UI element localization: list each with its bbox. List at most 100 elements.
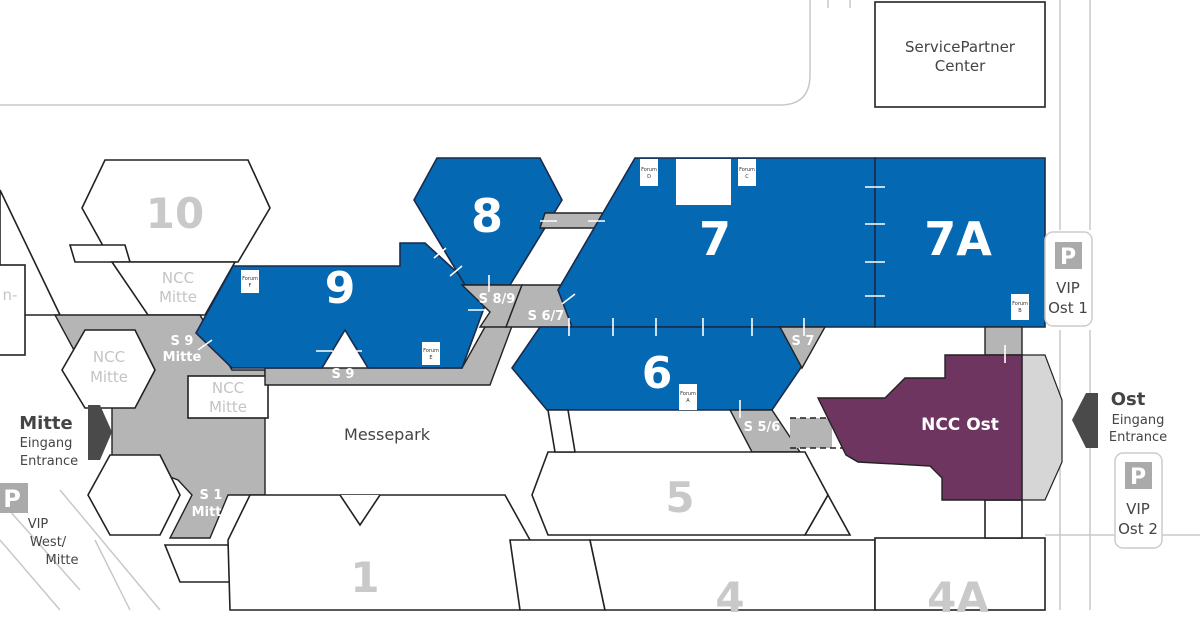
svg-text:NCC: NCC (93, 348, 125, 366)
hall-1-label: 1 (350, 553, 379, 602)
ncc-label: Mitte (90, 368, 128, 386)
hall-4a[interactable]: 4A (874, 537, 1046, 622)
forum-label: Forum (1012, 301, 1028, 307)
partial-building (0, 264, 26, 356)
parking-label: VIP (1126, 500, 1150, 518)
hall-4-label: 4 (715, 573, 744, 622)
hall-10[interactable]: 10 (81, 159, 271, 263)
ncc-label: Mitte (209, 398, 247, 416)
passage-label: Mitte (192, 505, 231, 520)
svg-text:Mitte: Mitte (163, 350, 202, 365)
entrance-de: Eingang (20, 436, 73, 451)
forum-label: Forum (739, 167, 755, 173)
parking-icon (1055, 242, 1082, 269)
forum-label: Forum (423, 348, 439, 354)
parking-label: VIP (1056, 279, 1080, 297)
svg-text:Ost: Ost (1111, 389, 1146, 410)
road-outline (1045, 0, 1200, 610)
parking-vip-west-mitte[interactable]: P VIP West/ Mitte (0, 483, 79, 568)
svg-text:D: D (647, 174, 651, 180)
svg-text:VIP: VIP (28, 517, 49, 532)
svg-text:Forum: Forum (1012, 301, 1028, 307)
passage-7a-ncc (984, 326, 1023, 356)
hall-7a[interactable]: 7A (874, 157, 1046, 328)
passage-label: S 9 (332, 367, 355, 382)
ncc-mitte-hex[interactable]: NCC Mitte (61, 329, 156, 409)
hall-6[interactable]: 6 (510, 326, 803, 411)
hall-7-label: 7 (699, 212, 731, 266)
svg-text:C: C (745, 174, 749, 180)
hall-9[interactable]: 9 (195, 242, 488, 369)
svg-text:Center: Center (935, 57, 986, 75)
forum-letter: E (429, 355, 432, 361)
hall-9-label: 9 (325, 263, 356, 314)
hall-8[interactable]: 8 (413, 157, 563, 286)
forum-label: Forum (242, 276, 258, 282)
svg-text:Forum: Forum (641, 167, 657, 173)
forum-letter: D (647, 174, 651, 180)
svg-text:Mitte: Mitte (45, 553, 78, 568)
svg-text:Mitte: Mitte (159, 288, 197, 306)
svg-text:B: B (1018, 308, 1022, 314)
svg-text:VIP: VIP (1126, 500, 1150, 518)
svg-text:Ost 2: Ost 2 (1118, 520, 1158, 538)
parking-label: West/ (30, 535, 67, 550)
svg-text:Eingang: Eingang (1112, 413, 1165, 428)
hall-1[interactable]: 1 (227, 494, 531, 611)
ncc-ost[interactable]: NCC Ost (816, 354, 1023, 501)
parking-vip-ost-1[interactable]: P VIP Ost 1 (1044, 231, 1093, 327)
ncc-label: NCC (162, 269, 194, 287)
service-partner-center[interactable]: ServicePartner Center (874, 1, 1046, 108)
passage-label: S 1 (200, 488, 223, 503)
entrance-en: Entrance (1109, 430, 1167, 445)
hall-10-label: 10 (146, 189, 204, 238)
ncc-label: Mitte (159, 288, 197, 306)
svg-text:Entrance: Entrance (20, 454, 78, 469)
svg-text:Mitte: Mitte (192, 505, 231, 520)
entrance-arrow-right-icon (88, 405, 112, 460)
entrance-name: Ost (1111, 389, 1146, 410)
ncc-mitte-box[interactable]: NCC Mitte (187, 375, 269, 419)
parking-vip-ost-2[interactable]: P VIP Ost 2 (1114, 452, 1163, 549)
passage-label: S 7 (792, 334, 815, 349)
entrance-de: Eingang (1112, 413, 1165, 428)
hall-7a-label: 7A (924, 212, 992, 266)
road-outline (0, 489, 161, 611)
parking-label: Ost 1 (1048, 299, 1088, 317)
messepark-label: Messepark (344, 425, 431, 444)
partial-building-label: n- (3, 286, 18, 304)
entrance-ost[interactable]: Ost Eingang Entrance (1072, 389, 1167, 448)
building-outline (87, 454, 181, 536)
hall-7[interactable]: 7 (557, 157, 876, 328)
hall-8-label: 8 (471, 189, 503, 243)
entrance-mitte[interactable]: Mitte Eingang Entrance (19, 405, 112, 469)
svg-text:NCC: NCC (212, 379, 244, 397)
parking-label: Ost 2 (1118, 520, 1158, 538)
ncc-mitte-north[interactable]: NCC Mitte (110, 261, 237, 316)
road-outline (0, 0, 811, 106)
hall-6-label: 6 (642, 348, 673, 399)
service-center-label: Center (935, 57, 986, 75)
entrance-en: Entrance (20, 454, 78, 469)
svg-text:Forum: Forum (423, 348, 439, 354)
forum-label: Forum (641, 167, 657, 173)
hall-5[interactable]: 5 (531, 451, 829, 536)
connector-dashed (790, 417, 860, 449)
parking-icon (1125, 462, 1152, 489)
ncc-ost-foyer (1021, 354, 1063, 501)
road-outline (827, 0, 851, 8)
forum-label: Forum (680, 391, 696, 397)
svg-text:ServicePartner: ServicePartner (905, 38, 1016, 56)
forum-letter: B (1018, 308, 1022, 314)
hall-4[interactable]: 4 (589, 539, 876, 622)
building-outline (68, 244, 132, 263)
svg-text:Eingang: Eingang (20, 436, 73, 451)
passage-label: S 9 (171, 334, 194, 349)
passage-arrows-icon (197, 186, 1006, 418)
